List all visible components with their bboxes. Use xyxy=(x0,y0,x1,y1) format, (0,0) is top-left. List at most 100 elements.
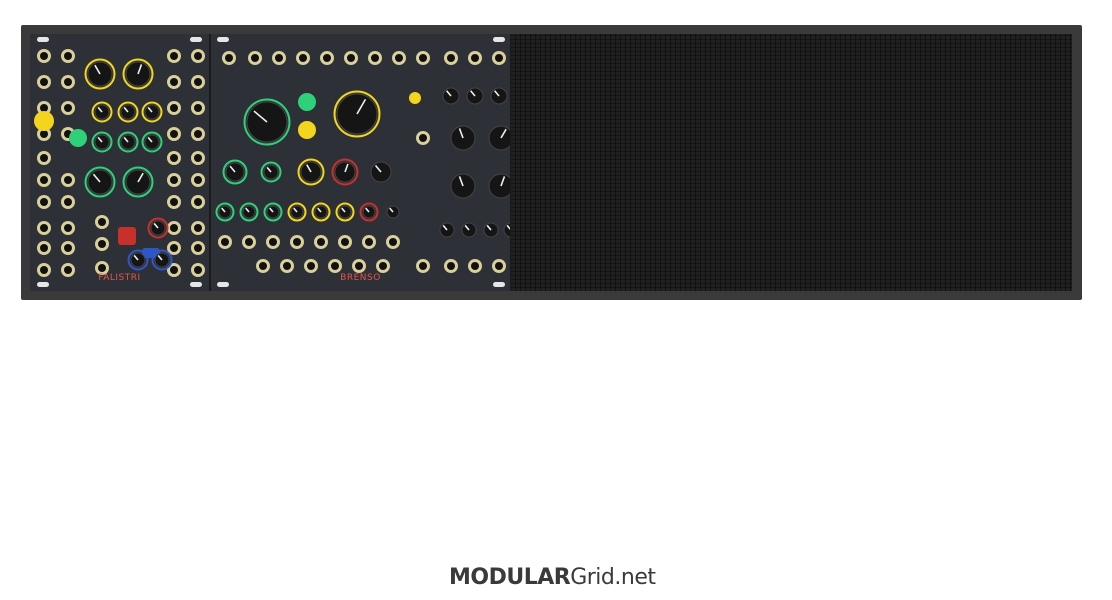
jack-hole xyxy=(317,238,325,246)
knob-pointer xyxy=(269,207,274,213)
knob-pointer xyxy=(389,207,394,213)
falistri-panel-graphics xyxy=(34,49,205,277)
knob-pointer xyxy=(245,207,250,213)
knob-pointer xyxy=(221,207,226,213)
jack-hole xyxy=(419,134,427,142)
knob-pointer xyxy=(365,207,370,213)
knob-ring xyxy=(335,202,355,222)
jack-hole xyxy=(98,264,106,272)
jack-hole xyxy=(323,54,331,62)
knob-pointer xyxy=(374,164,382,173)
jack-hole xyxy=(275,54,283,62)
jack-hole xyxy=(170,154,178,162)
jack-hole xyxy=(64,224,72,232)
jack-hole xyxy=(170,130,178,138)
jack-hole xyxy=(40,266,48,274)
mounting-hole xyxy=(37,282,49,287)
jack-hole xyxy=(64,266,72,274)
button[interactable] xyxy=(298,93,316,111)
jack-hole xyxy=(293,238,301,246)
jack-hole xyxy=(419,54,427,62)
knob-pointer xyxy=(123,106,129,113)
jack-hole xyxy=(64,52,72,60)
modulargrid-logo: MODULARGrid.net xyxy=(449,565,656,590)
knob[interactable] xyxy=(488,173,511,199)
knob-ring xyxy=(311,202,331,222)
jack-hole xyxy=(40,154,48,162)
jack-hole xyxy=(471,262,479,270)
jack-hole xyxy=(419,262,427,270)
knob-pointer xyxy=(137,64,143,75)
knob-pointer xyxy=(293,207,298,213)
mounting-hole xyxy=(190,37,202,42)
jack-hole xyxy=(245,238,253,246)
jack-hole xyxy=(194,104,202,112)
jack-hole xyxy=(447,262,455,270)
knob-pointer xyxy=(266,166,272,173)
jack-hole xyxy=(471,54,479,62)
knob[interactable] xyxy=(503,222,511,238)
jack-hole xyxy=(170,176,178,184)
jack-hole xyxy=(170,224,178,232)
jack-hole xyxy=(40,176,48,184)
knob-pointer xyxy=(446,90,452,97)
jack-hole xyxy=(40,104,48,112)
knob-pointer xyxy=(356,98,367,115)
knob-pointer xyxy=(344,163,349,173)
switch-block[interactable] xyxy=(118,227,136,245)
jack-hole xyxy=(64,198,72,206)
jack-hole xyxy=(495,54,503,62)
mounting-hole xyxy=(217,282,229,287)
blank-panel xyxy=(511,34,1072,291)
jack-hole xyxy=(64,78,72,86)
knob-ring xyxy=(91,131,113,153)
button[interactable] xyxy=(69,129,87,147)
knob-ring xyxy=(333,90,381,138)
knob-pointer xyxy=(157,254,163,261)
knob-ring xyxy=(91,101,113,123)
jack-hole xyxy=(251,54,259,62)
jack-hole xyxy=(194,244,202,252)
module-brenso[interactable]: BRENSO xyxy=(211,34,511,291)
jack-hole xyxy=(170,198,178,206)
jack-hole xyxy=(40,52,48,60)
jack-hole xyxy=(299,54,307,62)
jack-hole xyxy=(341,238,349,246)
jack-hole xyxy=(365,238,373,246)
knob-ring xyxy=(141,131,163,153)
knob-ring xyxy=(222,159,248,185)
knob-pointer xyxy=(470,90,476,97)
knob-ring xyxy=(263,202,283,222)
knob-ring xyxy=(297,158,325,186)
jack-hole xyxy=(170,266,178,274)
jack-hole xyxy=(379,262,387,270)
knob-pointer xyxy=(494,90,500,97)
knob-ring xyxy=(84,166,116,198)
knob-pointer xyxy=(97,136,103,143)
knob-pointer xyxy=(464,224,470,231)
button[interactable] xyxy=(298,121,316,139)
button[interactable] xyxy=(34,111,54,131)
jack-hole xyxy=(389,238,397,246)
jack-hole xyxy=(395,54,403,62)
knob[interactable] xyxy=(488,125,511,151)
jack-hole xyxy=(269,238,277,246)
knob-pointer xyxy=(458,176,464,187)
brenso-panel-graphics xyxy=(215,51,511,273)
jack-hole xyxy=(331,262,339,270)
jack-hole xyxy=(447,54,455,62)
jack-hole xyxy=(495,262,503,270)
jack-hole xyxy=(355,262,363,270)
knob-ring xyxy=(287,202,307,222)
jack-hole xyxy=(170,52,178,60)
knob-ring xyxy=(151,249,173,271)
jack-hole xyxy=(170,78,178,86)
jack-hole xyxy=(40,224,48,232)
knob-ring xyxy=(122,166,154,198)
knob-pointer xyxy=(229,165,236,173)
button[interactable] xyxy=(409,92,421,104)
module-falistri[interactable]: FALISTRI xyxy=(30,34,210,291)
rack-row: FALISTRI BRENSO xyxy=(30,34,1072,291)
jack-hole xyxy=(347,54,355,62)
knob-pointer xyxy=(147,136,153,143)
